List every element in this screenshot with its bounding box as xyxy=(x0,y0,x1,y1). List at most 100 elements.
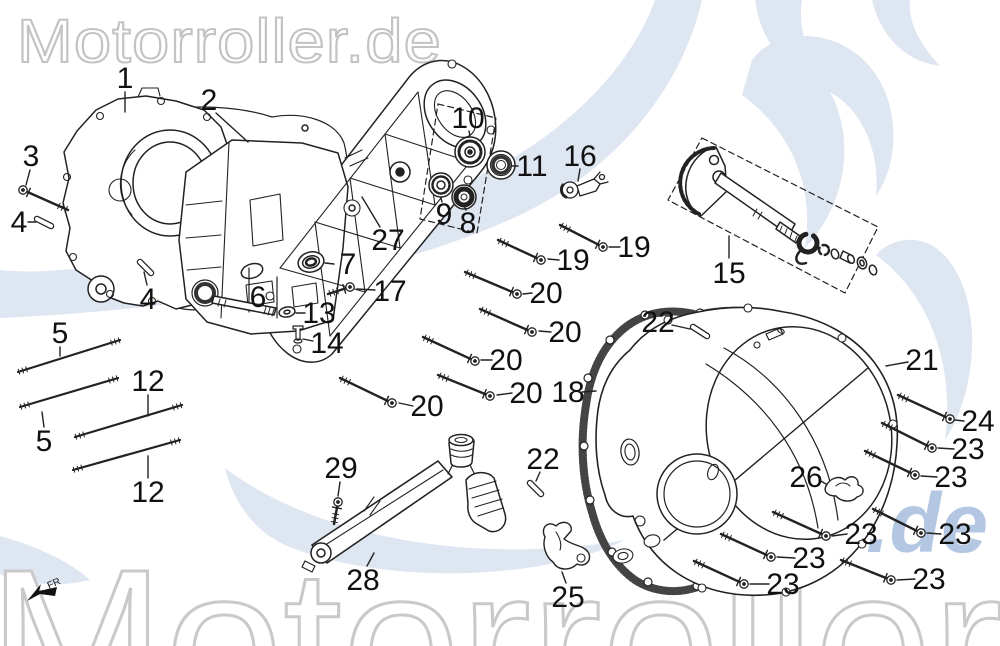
callout-20: 20 xyxy=(398,390,444,423)
callout-20: 20 xyxy=(480,344,523,377)
callout-3: 3 xyxy=(23,140,39,186)
stud-illustration xyxy=(18,375,120,410)
callout-2: 2 xyxy=(201,84,249,143)
part-bearing-10 xyxy=(454,136,486,168)
part-kickstart-lever-28 xyxy=(301,433,507,573)
callout-number: 18 xyxy=(551,376,584,409)
callout-26: 26 xyxy=(789,461,827,494)
callout-number: 12 xyxy=(131,365,164,398)
callout-13: 13 xyxy=(295,297,336,330)
bolt-illustration xyxy=(478,306,537,337)
bolt-illustration xyxy=(496,237,546,265)
callout-20: 20 xyxy=(522,277,563,310)
callout-number: 11 xyxy=(516,150,547,183)
bolt-illustration xyxy=(436,372,495,401)
diagram-line-art xyxy=(62,59,899,597)
callout-20: 20 xyxy=(538,316,582,349)
stud-illustration xyxy=(16,337,122,375)
callout-10: 10 xyxy=(451,102,485,137)
bolt-illustration xyxy=(338,375,397,408)
part-seal-11 xyxy=(486,150,516,180)
callout-number: 19 xyxy=(556,244,589,277)
callout-1: 1 xyxy=(117,62,134,113)
callout-4: 4 xyxy=(11,206,37,239)
callout-number: 13 xyxy=(302,297,335,330)
stud-illustration xyxy=(71,437,182,473)
part-crankshaft-end xyxy=(191,279,277,317)
callout-number: 23 xyxy=(766,568,799,601)
callout-number: 20 xyxy=(548,316,581,349)
pin-illustration xyxy=(33,215,55,230)
stud-illustration xyxy=(73,402,184,440)
callout-number: 4 xyxy=(140,283,157,316)
bolt-illustration xyxy=(326,282,355,297)
callout-number: 29 xyxy=(324,452,357,485)
callout-number: 5 xyxy=(52,317,69,350)
callout-14: 14 xyxy=(302,327,344,360)
bolt-illustration xyxy=(719,531,776,562)
part-bearing-8 xyxy=(451,184,477,210)
part-plug xyxy=(240,262,264,280)
callout-23: 23 xyxy=(896,563,946,596)
fr-label: FR xyxy=(46,576,63,591)
callout-8: 8 xyxy=(460,205,476,240)
bolt-illustration xyxy=(692,558,749,589)
callout-number: 24 xyxy=(961,405,994,438)
callout-19: 19 xyxy=(547,244,590,277)
callout-21: 21 xyxy=(885,344,939,377)
bearing-group xyxy=(419,103,516,234)
part-washer-13 xyxy=(278,306,296,318)
callout-number: 23 xyxy=(912,563,945,596)
callout-number: 17 xyxy=(373,275,406,308)
callout-17: 17 xyxy=(356,275,407,308)
callout-number: 22 xyxy=(526,443,559,476)
callout-number: 21 xyxy=(905,344,938,377)
callout-number: 14 xyxy=(310,327,343,360)
callout-number: 25 xyxy=(551,581,584,614)
callout-number: 23 xyxy=(792,542,825,575)
callout-7: 7 xyxy=(324,248,357,281)
callout-24: 24 xyxy=(954,405,995,438)
pin-illustration xyxy=(136,258,155,277)
callout-23: 23 xyxy=(831,518,878,551)
bolt-illustration xyxy=(18,185,70,213)
callout-number: 7 xyxy=(340,248,357,281)
callout-23: 23 xyxy=(937,433,985,466)
callout-number: 20 xyxy=(489,344,522,377)
callout-5: 5 xyxy=(36,411,52,458)
callout-number: 15 xyxy=(712,257,745,290)
callout-11: 11 xyxy=(511,150,548,183)
callout-number: 23 xyxy=(844,518,877,551)
callout-12: 12 xyxy=(131,365,165,417)
callout-number: 2 xyxy=(201,84,218,117)
callout-29: 29 xyxy=(324,452,358,497)
callout-number: 10 xyxy=(451,102,484,135)
callout-number: 20 xyxy=(509,377,542,410)
callout-22: 22 xyxy=(641,306,691,339)
callout-number: 4 xyxy=(11,206,28,239)
callout-23: 23 xyxy=(920,461,968,494)
bolt-illustration xyxy=(880,420,937,453)
callout-4: 4 xyxy=(140,271,157,316)
callout-22: 22 xyxy=(526,443,560,482)
callout-9: 9 xyxy=(436,197,453,231)
part-kickstarter-idle-gear-16 xyxy=(559,171,609,199)
part-oil-seal-7 xyxy=(297,251,325,273)
part-breather-14 xyxy=(292,325,304,344)
bolt-illustration xyxy=(463,269,522,299)
bolt-illustration xyxy=(863,448,920,480)
callout-20: 20 xyxy=(496,377,543,410)
bolt-illustration xyxy=(871,506,926,538)
callout-19: 19 xyxy=(608,231,651,264)
callout-number: 28 xyxy=(346,564,379,597)
callout-number: 19 xyxy=(617,231,650,264)
callout-18: 18 xyxy=(551,376,597,409)
callout-number: 1 xyxy=(117,62,134,95)
callout-number: 9 xyxy=(436,198,453,231)
callout-16: 16 xyxy=(563,140,597,182)
bolt-illustration xyxy=(330,497,343,526)
bolt-illustration xyxy=(896,392,955,424)
